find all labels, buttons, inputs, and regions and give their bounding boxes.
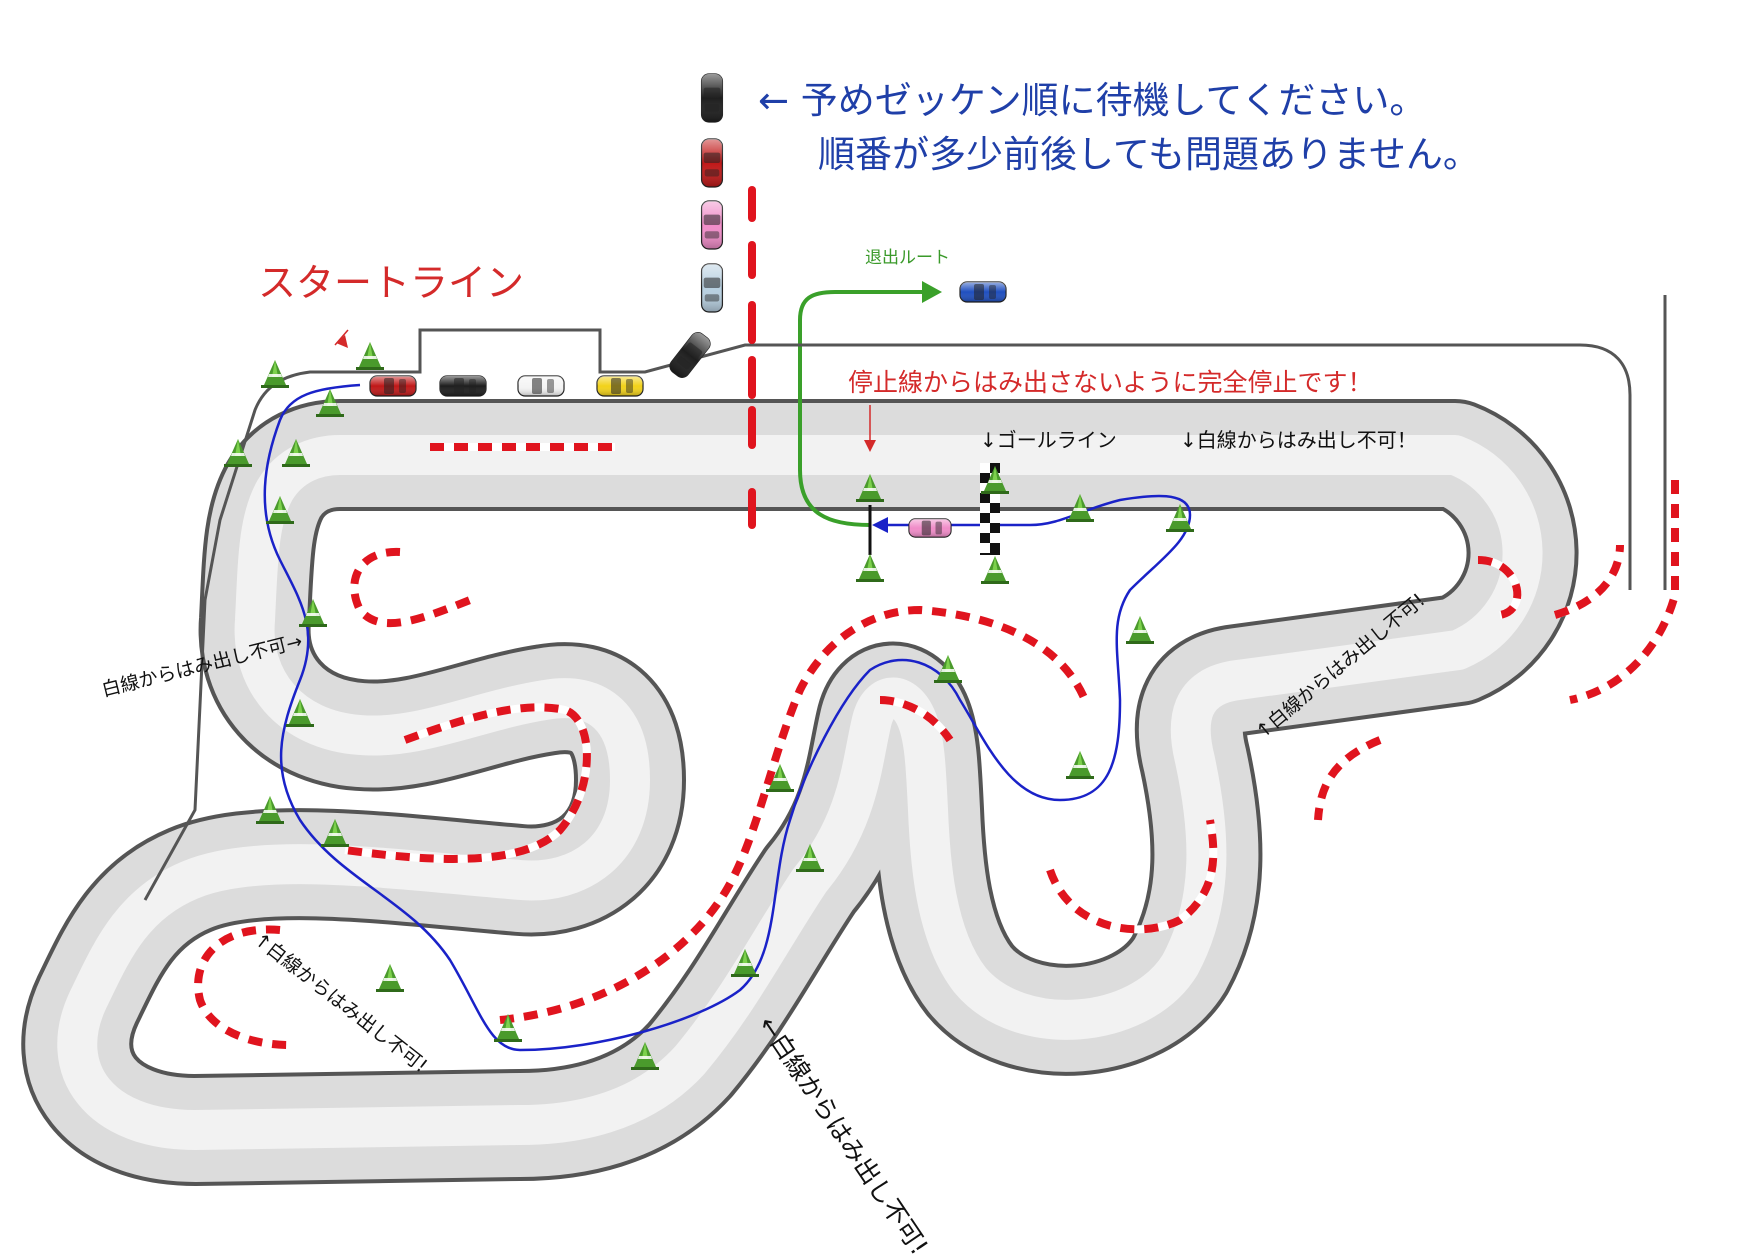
- notice-line-1: ← 予めゼッケン順に待機してください。: [758, 79, 1427, 122]
- car-icon: [700, 73, 724, 123]
- traffic-cone-icon: [376, 964, 404, 992]
- car-icon: [908, 518, 952, 538]
- traffic-cone-icon: [981, 556, 1009, 584]
- no-overrun-top-label: ↓白線からはみ出し不可！: [1180, 428, 1417, 452]
- car-icon: [700, 138, 724, 188]
- curb-right-chicane: [1046, 819, 1218, 934]
- traffic-cone-icon: [261, 360, 289, 388]
- traffic-cone-icon: [356, 342, 384, 370]
- goal-line-label: ↓ゴールライン: [980, 428, 1117, 452]
- curb-bottom-straight: [499, 605, 1089, 1024]
- paddock-outline: [143, 295, 1667, 901]
- curb-right-lower: [1314, 736, 1382, 821]
- start-line-label: スタートライン: [258, 261, 525, 305]
- routes: [263, 281, 1192, 1052]
- curb-inner-left-base: [350, 547, 472, 627]
- curb-inner-left: [350, 547, 472, 627]
- car-icon: [959, 281, 1007, 303]
- racing-line: [263, 383, 1192, 1052]
- traffic-cone-icon: [1126, 616, 1154, 644]
- curb-hairpin: [1553, 544, 1624, 619]
- car-icon: [517, 375, 565, 397]
- exit-route-label: 退出ルート: [865, 248, 950, 268]
- car-icon: [700, 263, 724, 313]
- racing-line-arrowhead: [872, 517, 888, 533]
- notice-line-2: 順番が多少前後しても問題ありません。: [818, 133, 1480, 176]
- exit-route-arrowhead: [922, 281, 942, 303]
- traffic-cone-icon: [856, 554, 884, 582]
- curb-middle-loop: [879, 696, 954, 743]
- curb-right-end: [1477, 556, 1522, 619]
- car-icon: [596, 375, 644, 397]
- curb-far-right-base: [1569, 480, 1679, 704]
- car-icon: [369, 375, 417, 397]
- curb-far-right: [1569, 480, 1679, 704]
- curb-s-inner: [344, 703, 591, 863]
- curbs: [194, 443, 1679, 1049]
- car-icon: [439, 375, 487, 397]
- car-icon: [700, 200, 724, 250]
- exit-route: [798, 290, 925, 527]
- stop-line-warning: 停止線からはみ出さないように完全停止です！: [848, 368, 1373, 397]
- traffic-cone-icon: [1066, 751, 1094, 779]
- curb-right-lower-base: [1314, 736, 1382, 821]
- start-grid: [334, 329, 349, 348]
- curb-bottom-left: [194, 925, 291, 1049]
